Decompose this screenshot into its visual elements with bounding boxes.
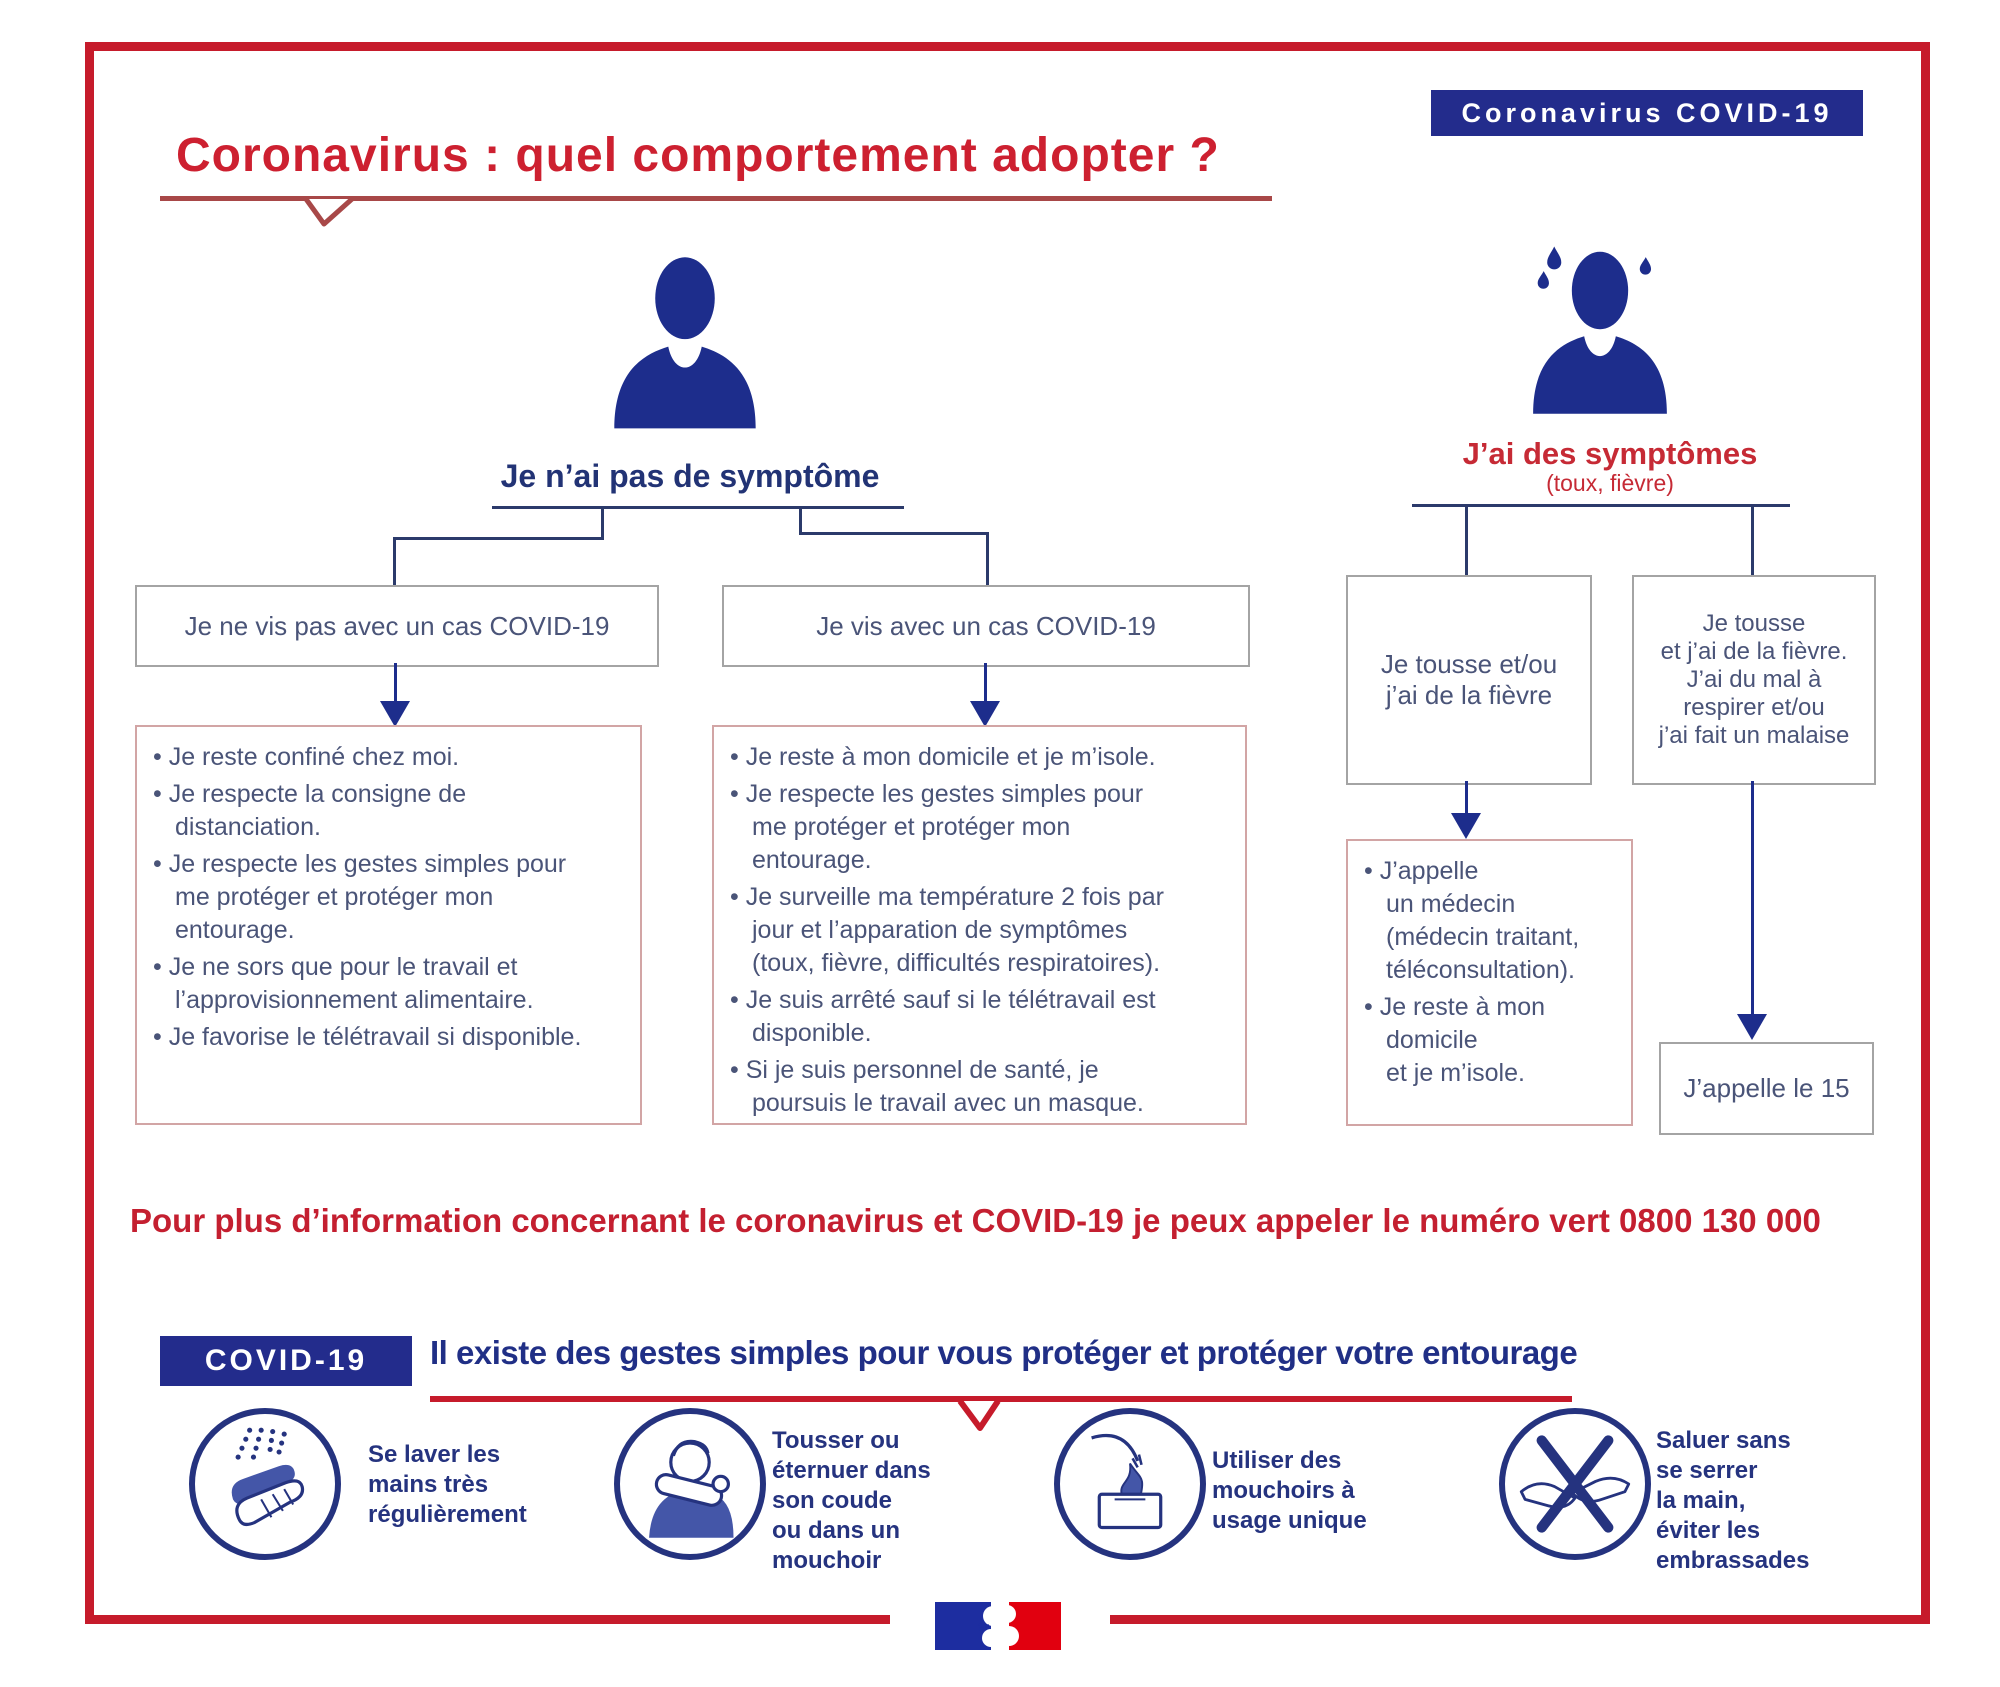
- page-title: Coronavirus : quel comportement adopter …: [176, 129, 1220, 182]
- condition-box-severe-symptoms-label: Je tousse et j’ai de la fièvre. J’ai du …: [1658, 610, 1850, 749]
- right-tree-drop-1: [1465, 504, 1468, 575]
- headline-speech-tail-icon: [957, 1399, 1001, 1431]
- arrow-head-2-icon: [970, 701, 1000, 727]
- advice-item: • Si je suis personnel de santé, je pour…: [730, 1056, 1144, 1117]
- cough-elbow-icon: [614, 1408, 766, 1560]
- advice-item: • Je suis arrêté sauf si le télétravail …: [730, 986, 1156, 1047]
- advice-item: • Je reste confiné chez moi.: [153, 743, 460, 771]
- coronavirus-covid19-badge-label: Coronavirus COVID-19: [1461, 97, 1833, 128]
- headline-underline: [430, 1396, 1572, 1402]
- call-15-box: J’appelle le 15: [1659, 1042, 1874, 1135]
- arrow-line-4: [1751, 781, 1754, 1015]
- advice-item: • Je surveille ma température 2 fois par…: [730, 883, 1164, 977]
- coronavirus-covid19-badge: Coronavirus COVID-19: [1431, 90, 1863, 136]
- arrow-line-2: [984, 663, 987, 703]
- advice-item: • Je respecte la consigne de distanciati…: [153, 780, 467, 841]
- condition-box-severe-symptoms: Je tousse et j’ai de la fièvre. J’ai du …: [1632, 575, 1876, 785]
- case-box-no-covid-contact-label: Je ne vis pas avec un cas COVID-19: [184, 610, 610, 641]
- advice-item: • Je reste à mon domicile et je m’isole.: [1364, 993, 1546, 1087]
- condition-box-cough-or-fever: Je tousse et/ou j’ai de la fièvre: [1346, 575, 1592, 785]
- advice-item: • Je ne sors que pour le travail et l’ap…: [153, 953, 534, 1014]
- no-handshake-caption: Saluer sans se serrer la main, éviter le…: [1656, 1427, 1810, 1574]
- title-underline: [160, 196, 1272, 201]
- no-symptoms-label: Je n’ai pas de symptôme: [500, 458, 880, 494]
- symptoms-label: J’ai des symptômes: [1462, 436, 1758, 471]
- arrow-head-3-icon: [1451, 813, 1481, 839]
- case-box-covid-contact: Je vis avec un cas COVID-19: [722, 585, 1250, 667]
- left-tree-jog-2: [799, 532, 989, 535]
- right-tree-root-bar: [1412, 504, 1790, 507]
- healthy-person-icon: [614, 257, 756, 429]
- advice-item: • Je reste à mon domicile et je m’isole.: [730, 743, 1156, 771]
- left-tree-stub-1: [601, 506, 604, 540]
- tissue-icon: [1054, 1408, 1206, 1560]
- advice-box-call-doctor: • J’appelle un médecin (médecin traitant…: [1346, 839, 1633, 1126]
- condition-box-cough-or-fever-label: Je tousse et/ou j’ai de la fièvre: [1380, 649, 1558, 710]
- wash-hands-caption: Se laver les mains très régulièrement: [368, 1441, 527, 1528]
- advice-item: • Je respecte les gestes simples pour me…: [153, 850, 567, 944]
- title-speech-tail-icon: [303, 197, 354, 227]
- sick-person-icon: [1533, 246, 1667, 414]
- left-tree-stub-2: [799, 506, 802, 535]
- covid19-badge: COVID-19: [160, 1336, 412, 1386]
- advice-item: • J’appelle un médecin (médecin traitant…: [1364, 857, 1580, 984]
- advice-box-no-contact: • Je reste confiné chez moi. • Je respec…: [135, 725, 642, 1125]
- advice-item: • Je favorise le télétravail si disponib…: [153, 1023, 582, 1051]
- arrow-line-1: [394, 663, 397, 703]
- arrow-head-4-icon: [1737, 1014, 1767, 1040]
- left-tree-drop-1: [393, 537, 396, 587]
- gestures-headline: Il existe des gestes simples pour vous p…: [430, 1334, 1578, 1371]
- french-government-flag-logo: [935, 1602, 1061, 1650]
- tissue-caption: Utiliser des mouchoirs à usage unique: [1212, 1447, 1367, 1534]
- left-tree-jog-1: [393, 537, 604, 540]
- case-box-no-covid-contact: Je ne vis pas avec un cas COVID-19: [135, 585, 659, 667]
- advice-box-with-contact: • Je reste à mon domicile et je m’isole.…: [712, 725, 1247, 1125]
- arrow-head-1-icon: [380, 701, 410, 727]
- wash-hands-icon: [189, 1408, 341, 1560]
- green-number-info-line: Pour plus d’information concernant le co…: [130, 1202, 1821, 1239]
- covid19-badge-label: COVID-19: [204, 1344, 368, 1377]
- left-tree-drop-2: [986, 532, 989, 587]
- no-handshake-icon: [1499, 1408, 1651, 1560]
- right-tree-drop-2: [1751, 504, 1754, 575]
- left-tree-root-bar: [492, 506, 904, 509]
- symptoms-sublabel: (toux, fièvre): [1546, 470, 1674, 496]
- cough-elbow-caption: Tousser ou éternuer dans son coude ou da…: [772, 1427, 931, 1574]
- arrow-line-3: [1465, 781, 1468, 815]
- advice-item: • Je respecte les gestes simples pour me…: [730, 780, 1144, 874]
- call-15-label: J’appelle le 15: [1683, 1073, 1850, 1103]
- case-box-covid-contact-label: Je vis avec un cas COVID-19: [816, 610, 1156, 641]
